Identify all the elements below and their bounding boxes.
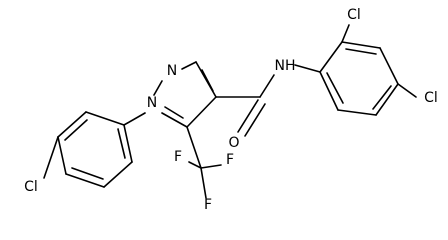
bond-ar2-1 <box>319 41 343 73</box>
bond-c5-cf3 <box>186 126 202 169</box>
bond-c5-n1 <box>161 112 188 128</box>
bond-ar2-4 <box>375 83 399 116</box>
bond-ar2-6 <box>319 71 339 111</box>
bond-n2-aryl <box>123 112 146 126</box>
bond-c4-c5 <box>186 96 217 128</box>
bond-ar1-2-double <box>64 119 88 141</box>
bond-ar1-5 <box>103 161 133 188</box>
atom-cl-top: Cl <box>347 7 361 23</box>
structure-canvas: N N NH O Cl Cl Cl F F F <box>24 7 438 213</box>
bond-carbonyl-o-double <box>244 103 266 137</box>
atom-f-a: F <box>174 149 182 165</box>
bond-nh-aryl <box>294 64 321 73</box>
bond-n2-c3 <box>181 61 197 70</box>
atom-labels: N N NH O Cl Cl Cl F F F <box>24 7 438 213</box>
bonds <box>43 24 417 199</box>
bond-cf3-f-b <box>200 164 222 169</box>
bond-ar2-3 <box>379 47 399 85</box>
atom-pyrazole-n2: N <box>167 63 177 79</box>
bond-ar2-4-double <box>372 85 392 110</box>
bond-carbonyl-nh <box>259 74 275 98</box>
bond-c3-c4-double <box>201 69 214 92</box>
molecule-structure-diagram: N N NH O Cl Cl Cl F F F <box>24 7 438 213</box>
bond-ar1-2 <box>57 111 87 138</box>
bond-ar2-6-double <box>326 72 344 104</box>
bond-ar2-cl-right <box>397 83 417 98</box>
bond-ar1-3 <box>57 136 67 175</box>
bond-ar2-2-double <box>345 48 377 55</box>
bond-ar2-5 <box>337 109 377 116</box>
bond-ar1-4-double <box>71 167 104 180</box>
bond-ar2-cl-top <box>341 24 350 43</box>
bond-n1-n2 <box>153 80 163 96</box>
bond-cf3-f-c <box>200 167 207 199</box>
atom-cl-right: Cl <box>424 90 438 106</box>
bond-c5-n1-double <box>164 106 184 119</box>
bond-cf3-f-a <box>188 161 202 169</box>
bond-carbonyl-o <box>237 99 259 133</box>
atom-cl-left: Cl <box>24 179 38 195</box>
atom-pyrazole-n1: N <box>147 95 157 111</box>
bond-ar1-1 <box>85 111 125 126</box>
bond-ar1-4 <box>65 173 105 188</box>
bond-ar1-6 <box>123 124 133 163</box>
atom-amide-o: O <box>228 135 239 151</box>
atom-f-b: F <box>226 152 234 168</box>
bond-ar1-6-double <box>117 128 126 159</box>
bond-ar2-2 <box>341 41 381 49</box>
atom-amide-nh: NH <box>275 58 296 74</box>
atom-f-c: F <box>204 197 212 213</box>
bond-ar1-cl <box>43 136 59 179</box>
